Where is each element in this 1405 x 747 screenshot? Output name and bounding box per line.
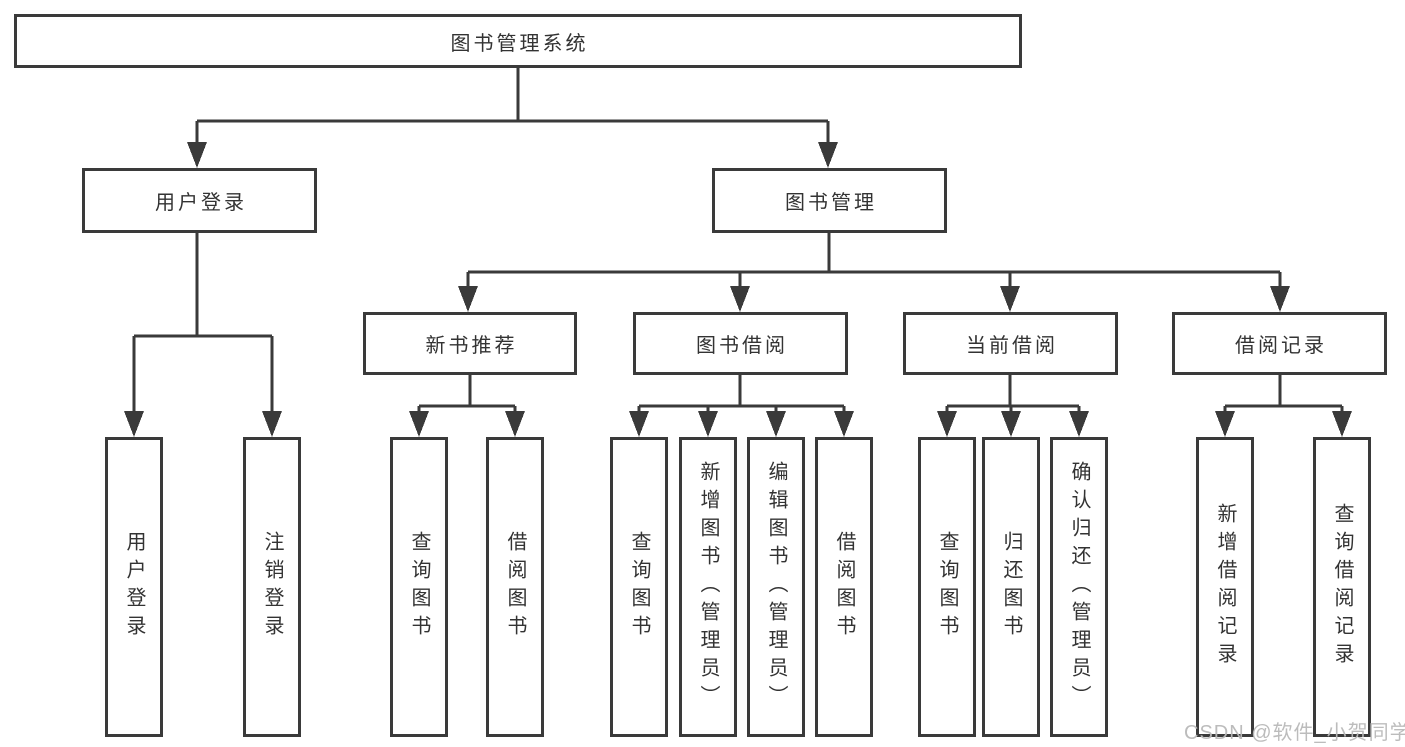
node-book-management: 图书管理	[712, 168, 947, 233]
node-current-borrowing: 当前借阅	[903, 312, 1118, 375]
node-label: 查询图书	[628, 531, 650, 643]
leaf-confirm-return-admin: 确认归还（管理员）	[1050, 437, 1108, 737]
leaf-query-books-recommend: 查询图书	[390, 437, 448, 737]
node-label: 借阅图书	[833, 531, 855, 643]
node-borrowing-records: 借阅记录	[1172, 312, 1387, 375]
node-user-login: 用户登录	[82, 168, 317, 233]
node-label: 图书管理系统	[450, 32, 589, 55]
node-label: 新增借阅记录	[1214, 503, 1236, 671]
leaf-logout: 注销登录	[243, 437, 301, 737]
node-label: 查询借阅记录	[1331, 503, 1353, 671]
leaf-edit-book-admin: 编辑图书（管理员）	[747, 437, 805, 737]
node-label: 借阅图书	[504, 531, 526, 643]
leaf-query-borrow-record: 查询借阅记录	[1313, 437, 1371, 737]
node-library-management-system: 图书管理系统	[14, 14, 1022, 68]
node-label: 借阅记录	[1235, 335, 1327, 357]
node-label: 新增图书（管理员）	[697, 461, 719, 713]
node-label: 编辑图书（管理员）	[765, 461, 787, 713]
node-label: 图书借阅	[696, 335, 788, 357]
leaf-add-borrow-record: 新增借阅记录	[1196, 437, 1254, 737]
node-label: 当前借阅	[966, 335, 1058, 357]
csdn-watermark: CSDN @软件_小贺同学	[1184, 722, 1405, 744]
node-label: 用户登录	[123, 531, 145, 643]
leaf-query-books-borrowing: 查询图书	[610, 437, 668, 737]
leaf-query-books-current: 查询图书	[918, 437, 976, 737]
node-label: 归还图书	[1000, 531, 1022, 643]
leaf-add-book-admin: 新增图书（管理员）	[679, 437, 737, 737]
node-label: 注销登录	[261, 531, 283, 643]
node-label: 图书管理	[785, 192, 877, 214]
node-label: 用户登录	[155, 192, 247, 214]
node-label: 新书推荐	[425, 335, 518, 357]
node-label: 确认归还（管理员）	[1068, 461, 1090, 713]
node-new-book-recommendation: 新书推荐	[363, 312, 577, 375]
leaf-borrow-books-borrowing: 借阅图书	[815, 437, 873, 737]
leaf-borrow-books-recommend: 借阅图书	[486, 437, 544, 737]
leaf-user-login: 用户登录	[105, 437, 163, 737]
leaf-return-books: 归还图书	[982, 437, 1040, 737]
node-label: 查询图书	[408, 531, 430, 643]
node-book-borrowing: 图书借阅	[633, 312, 848, 375]
node-label: 查询图书	[936, 531, 958, 643]
